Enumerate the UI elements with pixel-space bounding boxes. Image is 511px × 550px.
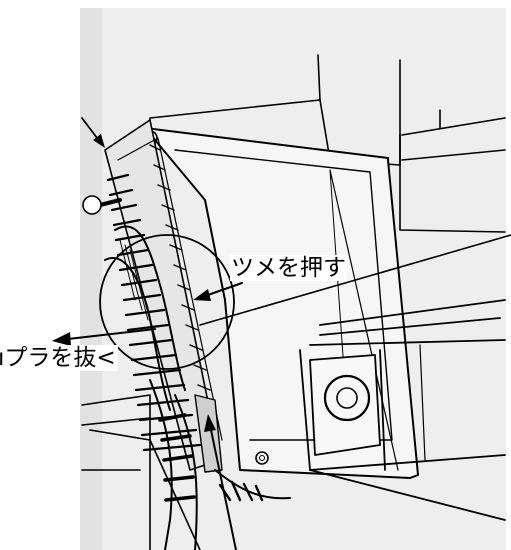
wire-harness <box>104 225 291 550</box>
leader-line <box>199 234 511 326</box>
push-tab-arrow <box>193 282 243 301</box>
bottom-pointer-arrow <box>204 414 237 550</box>
callout-circle <box>99 234 235 370</box>
remove-coupler-label: ıプラを抜< <box>0 345 118 371</box>
pull-coupler-arrow <box>52 328 156 346</box>
paper-shadow <box>80 8 102 550</box>
lower-bracket <box>81 394 201 550</box>
right-rail <box>299 299 506 521</box>
push-tab-label: ツメを押す <box>230 255 347 281</box>
top-pointer-arrow <box>81 117 105 148</box>
